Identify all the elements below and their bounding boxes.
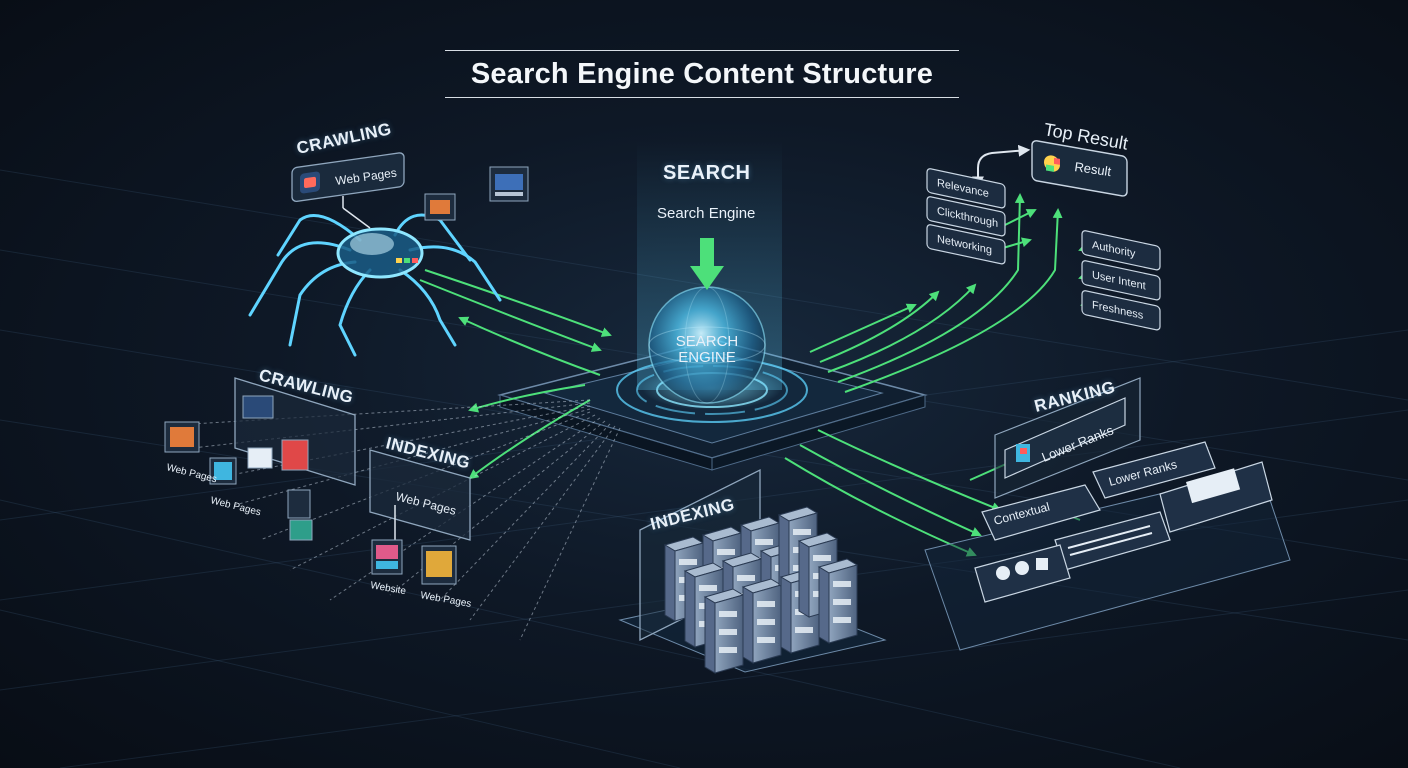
crawling-top-label: CRAWLING [295,119,393,158]
crawling-top-card [291,152,405,203]
table-lines-card [1067,525,1153,556]
indexing-caption-website: Website [369,580,407,597]
crawling-left-panel [234,377,356,541]
top-result-return-arrow [977,144,1031,185]
server-unit [817,558,859,644]
ranking-cards [974,441,1273,603]
search-sphere-icon: SEARCH ENGINE [648,286,766,404]
spider-robot-icon [248,213,502,357]
top-result-card-label: Result [1074,159,1113,179]
indexing-thumbnails [371,539,457,585]
crawl-flow-arrows [419,269,612,480]
rank-flow-arrows [809,193,1111,393]
server-units [663,506,859,674]
search-heading: SEARCH [663,162,751,184]
top-result-card [1031,140,1128,197]
factor-card: User Intent [1081,260,1161,301]
web-page-thumbnails [164,421,237,485]
sphere-label-line2: ENGINE [678,349,736,366]
floating-thumbnail [424,166,529,221]
spider-tether-2 [342,207,371,229]
indexing-caption-web-pages: Web Pages [419,590,472,610]
crawling-left-caption-2: Web Pages [209,495,262,518]
arrow-down-icon [690,238,724,290]
search-subheading: Search Engine [657,205,756,222]
factor-card: Relevance [926,168,1006,209]
factor-card: Authority [1081,230,1161,271]
server-unit [703,588,745,674]
factor-card: Networking [926,224,1006,265]
sphere-label-line1: SEARCH [676,333,739,350]
server-unit [741,578,783,664]
factor-card: Freshness [1081,290,1161,331]
diagram-title: Search Engine Content Structure [470,57,934,90]
diagram-title-frame: Search Engine Content Structure [445,50,959,98]
ranking-panel [924,377,1291,651]
factor-card: Clickthrough [926,196,1006,237]
